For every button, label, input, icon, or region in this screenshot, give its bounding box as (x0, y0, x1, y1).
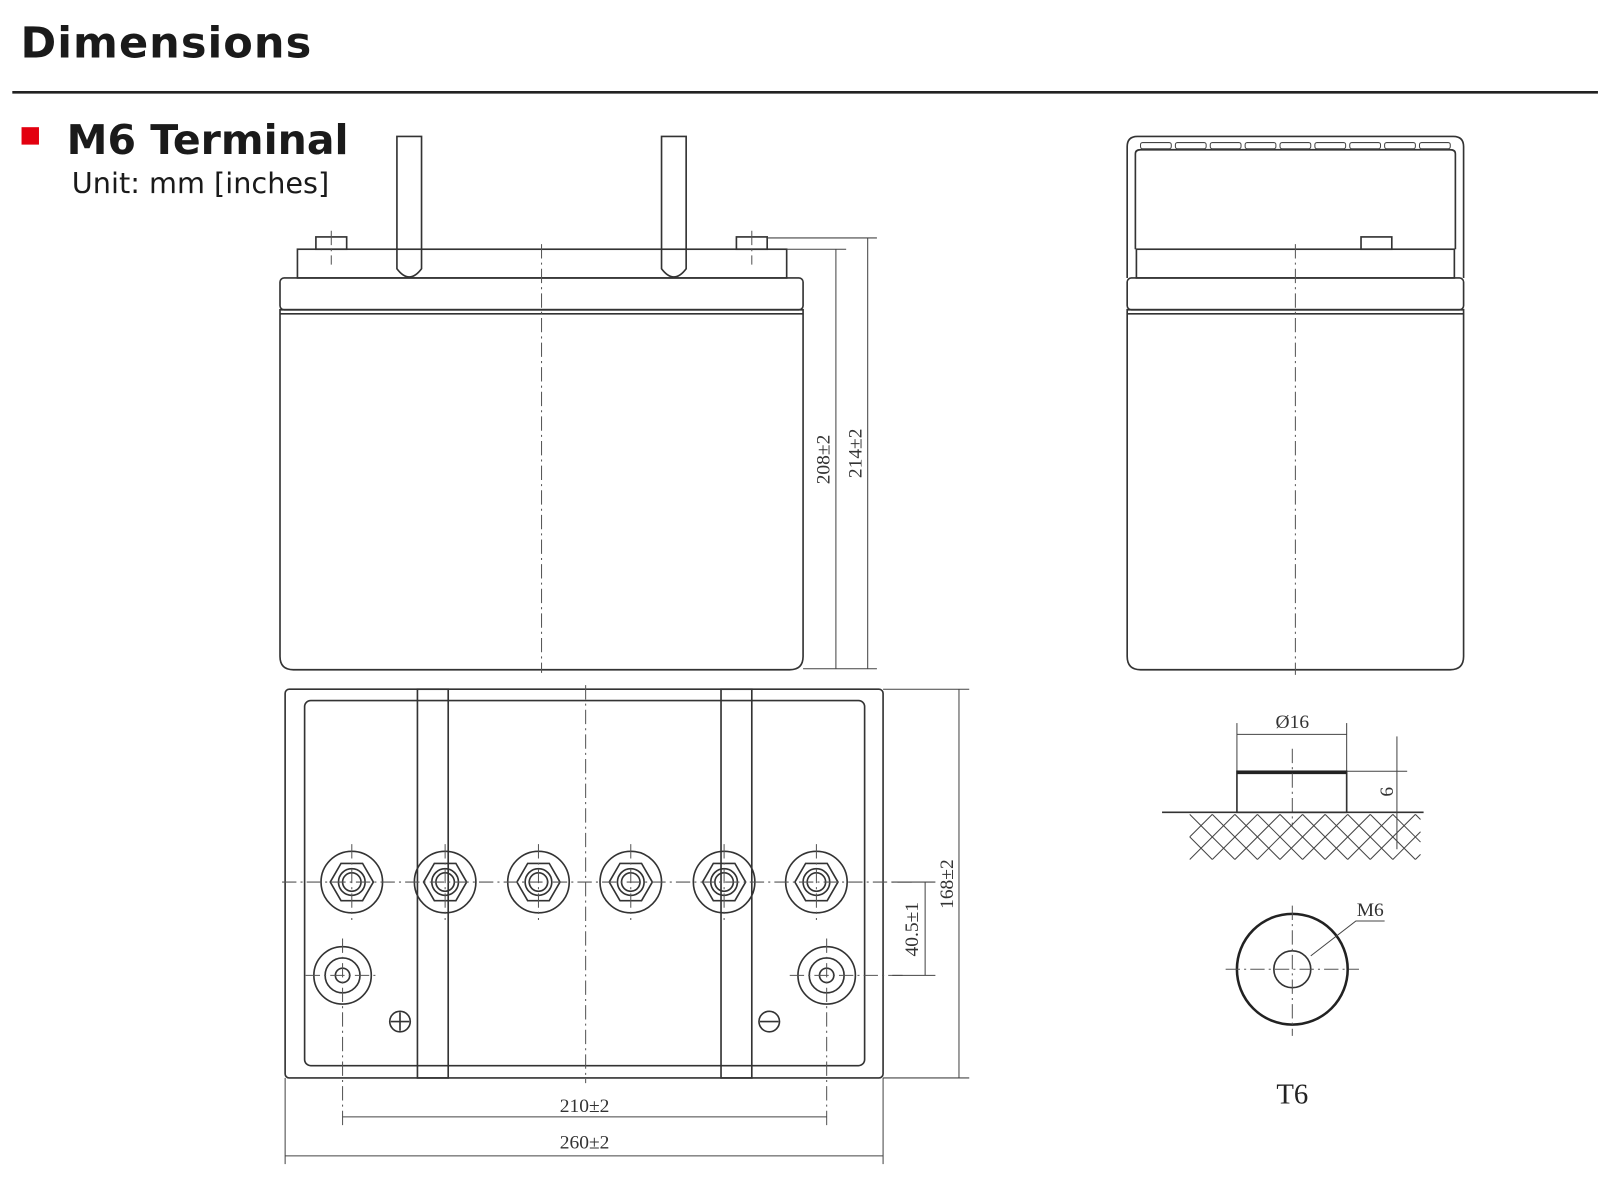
terminal-detail: Ø16 6 M6 T6 (1162, 712, 1424, 1111)
dim-width: 168±2 (937, 859, 958, 909)
ground-hatch (1189, 813, 1421, 860)
handle-slot (1140, 142, 1172, 150)
handle-right (660, 135, 687, 278)
terminal-name: T6 (1276, 1079, 1308, 1111)
minus-icon (758, 1010, 781, 1033)
handle-slot (1384, 142, 1416, 150)
top-view: 168±2 40.5±1 210±2 260±2 (282, 685, 970, 1165)
strap-right (720, 688, 753, 1079)
handle-slot (1279, 142, 1312, 150)
handle-left (396, 135, 423, 278)
terminal (1360, 236, 1393, 251)
section-bullet-icon (21, 127, 39, 145)
plus-icon (388, 1010, 412, 1033)
terminal-positive-top (305, 938, 380, 1129)
handle-slot (1314, 142, 1347, 150)
handle-slot (1349, 142, 1382, 150)
dim-length: 260±2 (560, 1133, 610, 1154)
handle-slot (1174, 142, 1207, 150)
handle-slot (1418, 142, 1451, 150)
handle (1126, 135, 1465, 278)
side-view (1126, 135, 1465, 675)
dim-height-to-lid: 208±2 (814, 435, 835, 485)
thread-label: M6 (1357, 900, 1384, 921)
dim-total-height: 214±2 (846, 429, 867, 479)
section-title: M6 Terminal (67, 116, 349, 164)
page-title: Dimensions (21, 18, 313, 68)
handle-slot (1244, 142, 1277, 150)
front-view: 208±2 214±2 (279, 135, 877, 673)
dim-diameter: Ø16 (1276, 712, 1310, 733)
unit-label: Unit: mm [inches] (72, 166, 329, 200)
handle-slot (1209, 142, 1242, 150)
terminal-negative-top (789, 938, 903, 1129)
dim-terminal-spacing: 210±2 (560, 1096, 610, 1117)
dim-terminal-offset: 40.5±1 (902, 902, 923, 957)
strap-left (416, 688, 450, 1079)
dim-terminal-height: 6 (1377, 787, 1398, 797)
